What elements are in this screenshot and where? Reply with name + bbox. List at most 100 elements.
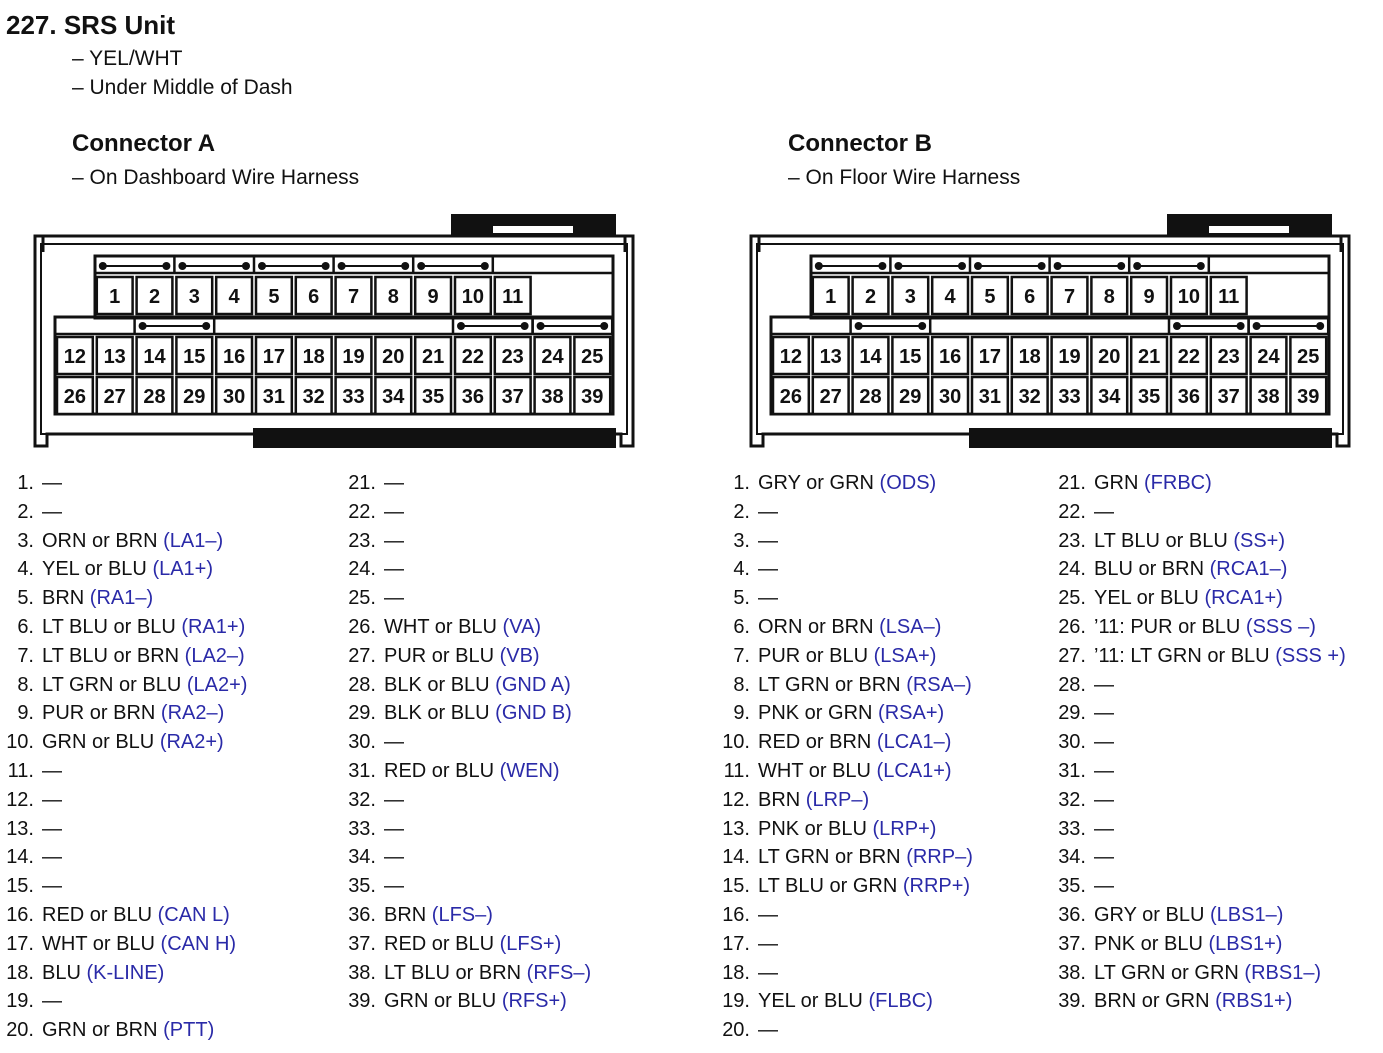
pin-cell	[771, 375, 811, 416]
pin-cell	[811, 275, 850, 316]
pin-label: 36	[1178, 386, 1200, 408]
wire-color: —	[384, 529, 404, 552]
pin-cell	[1129, 375, 1169, 416]
pin-label: 19	[1058, 346, 1080, 368]
pin-label: 27	[104, 386, 126, 408]
pin-label: 4	[945, 286, 957, 308]
pin-label: 17	[979, 346, 1001, 368]
pin-number: 5.	[17, 587, 34, 610]
pin-cell	[1289, 375, 1328, 416]
shorting-dot	[480, 262, 489, 270]
pin-number: 27.	[1058, 644, 1086, 667]
pin-number: 4.	[733, 558, 750, 581]
wire-color: —	[384, 817, 404, 840]
signal-name: (LA2–)	[184, 644, 245, 667]
pin-label: 23	[1218, 346, 1240, 368]
pin-label: 8	[388, 286, 399, 308]
pin-cell	[453, 375, 493, 416]
connector-a-subtitle: – On Dashboard Wire Harness	[72, 166, 360, 189]
pin-number: 37.	[348, 932, 376, 955]
pin-entry: 27.’11: LT GRN or BLU (SSS +)	[1052, 642, 1346, 671]
shorting-dot	[202, 322, 211, 330]
pin-cell	[1169, 275, 1209, 316]
pin-cell	[175, 335, 214, 376]
shorting-dot	[1316, 322, 1325, 330]
wire-color: BRN	[42, 587, 85, 610]
wire-color: PUR or BLU	[758, 644, 869, 667]
wire-color: ORN or BRN	[758, 615, 874, 638]
pin-number: 29.	[1058, 702, 1086, 725]
pin-entry: 12.—	[0, 786, 247, 815]
pin-cell	[254, 375, 294, 416]
wire-color: RED or BRN	[758, 731, 872, 754]
pin-label: 33	[1058, 386, 1080, 408]
wire-color: BLK or BLU	[384, 673, 490, 696]
pin-number: 26.	[348, 615, 376, 638]
pin-label: 32	[303, 386, 325, 408]
pin-entry: 9.PUR or BRN (RA2–)	[0, 699, 247, 728]
pin-entry: 22.—	[342, 498, 591, 527]
pin-number: 7.	[17, 644, 34, 667]
pin-number: 2.	[733, 500, 750, 523]
latch-top	[451, 214, 616, 237]
pin-label: 11	[1218, 286, 1239, 308]
wire-color: YEL or BLU	[758, 990, 863, 1013]
pin-number: 3.	[733, 529, 750, 552]
signal-name: (LCA1+)	[876, 759, 952, 782]
shorting-dot	[1196, 262, 1205, 270]
connector-a-pin-list-1: 1.—2.—3.ORN or BRN (LA1–)4.YEL or BLU (L…	[0, 469, 247, 1045]
wire-color: —	[1094, 702, 1114, 725]
shorting-dot	[1053, 262, 1062, 270]
latch-bottom	[253, 428, 616, 448]
signal-name: (LBS1–)	[1209, 903, 1284, 926]
pin-entry: 17.WHT or BLU (CAN H)	[0, 930, 247, 959]
pin-number: 18.	[6, 961, 34, 984]
wire-color: PNK or BLU	[1094, 932, 1203, 955]
pin-entry: 36.BRN (LFS–)	[342, 901, 591, 930]
latch-top	[1167, 214, 1332, 237]
shorting-dot	[1236, 322, 1245, 330]
shorting-dot	[536, 322, 545, 330]
pin-number: 16.	[6, 903, 34, 926]
wire-color: LT GRN or BLU	[42, 673, 182, 696]
wire-color: —	[758, 903, 778, 926]
pin-number: 6.	[17, 615, 34, 638]
pin-label: 35	[422, 386, 444, 408]
pin-cell	[1090, 335, 1129, 376]
pin-entry: 37.PNK or BLU (LBS1+)	[1052, 930, 1346, 959]
pin-number: 39.	[348, 990, 376, 1013]
signal-name: (RA2–)	[160, 702, 225, 725]
pin-label: 3	[905, 286, 916, 308]
wire-color: LT GRN or BRN	[758, 673, 901, 696]
pin-cell	[1169, 375, 1209, 416]
shorting-dot	[98, 262, 107, 270]
wire-color: YEL or BLU	[1094, 587, 1199, 610]
pin-number: 8.	[17, 673, 34, 696]
pin-cell	[1209, 375, 1248, 416]
pin-cell	[1010, 275, 1049, 316]
pin-number: 3.	[17, 529, 34, 552]
wire-color: —	[1094, 673, 1114, 696]
pin-label: 22	[1178, 346, 1200, 368]
signal-name: (RSA+)	[878, 702, 945, 725]
shorting-dot	[401, 262, 410, 270]
pin-entry: 21.—	[342, 469, 591, 498]
wire-color: WHT or BLU	[384, 615, 497, 638]
pin-label: 13	[104, 346, 126, 368]
pin-number: 32.	[348, 788, 376, 811]
pin-number: 27.	[348, 644, 376, 667]
wire-color: —	[1094, 817, 1114, 840]
pin-label: 29	[183, 386, 205, 408]
pin-number: 37.	[1058, 932, 1086, 955]
wire-color: BLU	[42, 961, 81, 984]
pin-label: 30	[939, 386, 961, 408]
pin-number: 10.	[6, 731, 34, 754]
pin-number: 25.	[348, 587, 376, 610]
pin-number: 39.	[1058, 990, 1086, 1013]
pin-entry: 25.YEL or BLU (RCA1+)	[1052, 584, 1346, 613]
pin-cell	[891, 335, 930, 376]
latch-slot	[1209, 226, 1289, 233]
pin-entry: 20.—	[716, 1016, 973, 1045]
pin-label: 14	[143, 346, 166, 368]
pin-number: 24.	[1058, 558, 1086, 581]
